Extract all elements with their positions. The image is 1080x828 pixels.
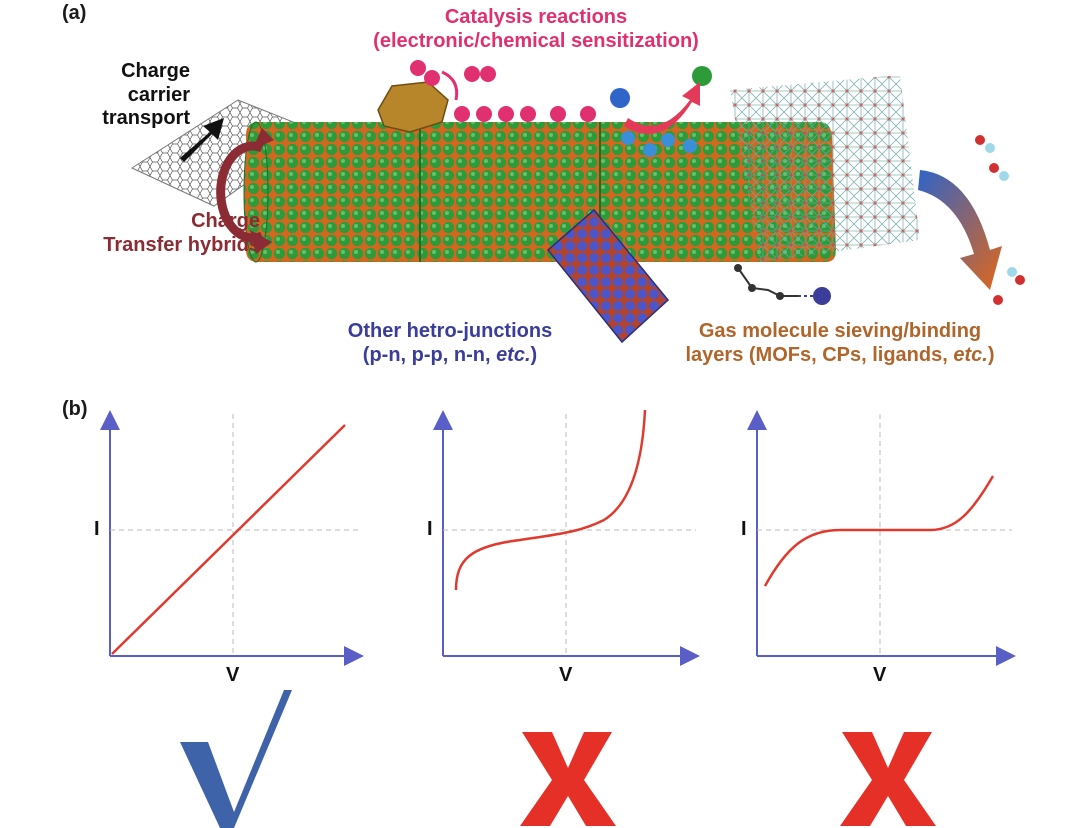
iv-curve [454, 409, 647, 591]
catalysis-line1: Catalysis reactions [444, 6, 628, 28]
plot3-x-label: V [873, 664, 887, 686]
catalysis-line2: (electronic/chemical sensitization) [373, 29, 699, 52]
adsorbed-molecules [621, 131, 697, 157]
check-mark [180, 690, 292, 828]
charge-transfer-arrow [216, 128, 274, 254]
plot1-y-label: I [94, 518, 100, 540]
gas-layer-label: Gas molecule sieving/binding layers (MOF… [650, 320, 1030, 367]
catalysis-curve-arrow [441, 70, 459, 101]
carrier-transport-arrow [180, 118, 224, 162]
gas-layer-line2-prefix: layers (MOFs, CPs, ligands, [685, 343, 954, 366]
panel-b-label: (b) [62, 398, 88, 420]
charge-carrier-line3: transport [102, 107, 190, 130]
plot2-y-label: I [427, 518, 433, 540]
heterojunction-block [546, 208, 670, 344]
product-molecule [692, 66, 712, 86]
heterojunction-line2-prefix: (p-n, p-p, n-n, [362, 343, 497, 366]
iv-curve [111, 424, 346, 655]
iv-plot-plateau [747, 410, 1016, 666]
charge-carrier-label: Charge carrier transport [60, 60, 190, 131]
plot2-x-label: V [559, 664, 573, 686]
ligand-chain [734, 264, 831, 305]
catalysis-molecules [410, 60, 596, 122]
iv-plot-cubic [433, 409, 700, 666]
cross-mark-2 [520, 732, 616, 826]
iv-curve [763, 475, 995, 587]
mof-layer [730, 75, 920, 262]
heterojunction-line1: Other hetro-junctions [347, 320, 553, 342]
charge-transfer-line2: Transfer hybrids [103, 233, 260, 256]
panel-a-label: (a) [62, 2, 87, 24]
iv-plot-linear [100, 410, 364, 666]
catalysis-label: Catalysis reactions (electronic/chemical… [326, 6, 746, 53]
catalyst-particle [377, 81, 449, 133]
charge-transfer-line1: Charge [191, 210, 260, 232]
cross-mark-3 [840, 732, 936, 826]
plot1-x-label: V [226, 664, 240, 686]
heterojunction-line2: (p-n, p-p, n-n, etc.) [320, 344, 580, 368]
gas-layer-line2: layers (MOFs, CPs, ligands, etc.) [650, 344, 1030, 368]
heterojunction-etc: etc. [496, 343, 531, 366]
charge-carrier-line1: Charge [121, 60, 190, 82]
reaction-arrow [624, 82, 700, 134]
charge-transfer-label: Charge Transfer hybrids [70, 210, 260, 257]
gas-layer-line1: Gas molecule sieving/binding [698, 320, 982, 342]
heterojunction-label: Other hetro-junctions (p-n, p-p, n-n, et… [320, 320, 580, 367]
gas-molecule [610, 88, 630, 108]
water-molecules [975, 135, 1025, 305]
gas-outflow-arrow [918, 170, 1002, 290]
heterojunction-line2-suffix: ) [530, 343, 538, 366]
charge-carrier-line2: carrier [127, 83, 190, 106]
gas-layer-line2-suffix: ) [987, 343, 995, 366]
gas-layer-etc: etc. [953, 343, 988, 366]
plot3-y-label: I [741, 518, 747, 540]
